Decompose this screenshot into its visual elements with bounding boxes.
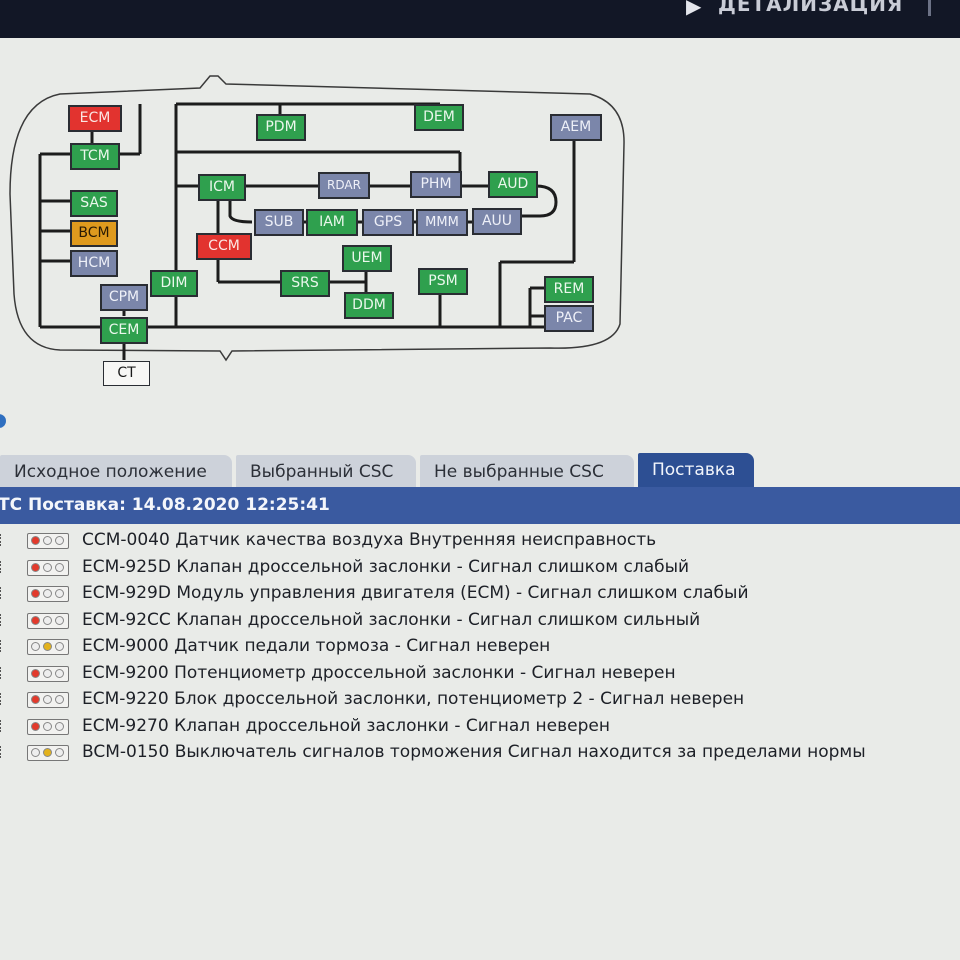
tree-connector [0, 666, 4, 679]
panel-heading: ТС Поставка: 14.08.2020 12:25:41 [0, 487, 960, 524]
scroll-indicator[interactable] [0, 414, 6, 428]
module-mmm[interactable]: MMM [416, 209, 468, 236]
fault-code-text: ECM-92CC Клапан дроссельной заслонки - С… [82, 609, 701, 630]
module-rem[interactable]: REM [544, 276, 594, 303]
fault-code-text: ECM-929D Модуль управления двигателя (EC… [82, 583, 749, 603]
module-dem[interactable]: DEM [414, 104, 464, 131]
fault-code-row[interactable]: ECM-9200 Потенциометр дроссельной заслон… [0, 660, 960, 687]
module-cpm[interactable]: CPM [100, 284, 148, 311]
vehicle-network-diagram: ECM TCM SAS BCM HCM CPM CEM CT DIM PDM D… [0, 64, 640, 400]
fault-code-row[interactable]: ECM-9220 Блок дроссельной заслонки, поте… [0, 686, 960, 713]
tab-initial-position[interactable]: Исходное положение [0, 455, 232, 487]
module-sas[interactable]: SAS [70, 190, 118, 217]
top-bar: ▶ ДЕТАЛИЗАЦИЯ [0, 0, 960, 38]
module-ct[interactable]: CT [103, 361, 150, 386]
fault-code-row[interactable]: ECM-9000 Датчик педали тормоза - Сигнал … [0, 633, 960, 660]
module-aem[interactable]: AEM [550, 114, 602, 141]
module-gps[interactable]: GPS [362, 209, 414, 236]
fault-code-list: CCM-0040 Датчик качества воздуха Внутрен… [0, 527, 960, 766]
nav-arrow-icon: ▶ [686, 0, 702, 18]
fault-code-text: ECM-925D Клапан дроссельной заслонки - С… [82, 556, 690, 577]
fault-code-row[interactable]: ECM-9270 Клапан дроссельной заслонки - С… [0, 713, 960, 740]
module-cem[interactable]: CEM [100, 317, 148, 344]
status-lamp-icon [27, 718, 69, 735]
nav-divider [928, 0, 931, 16]
tree-connector [0, 560, 4, 573]
tab-bar: Исходное положение Выбранный CSC Не выбр… [0, 453, 960, 487]
module-aud[interactable]: AUD [488, 171, 538, 198]
module-psm[interactable]: PSM [418, 268, 468, 295]
fault-code-row[interactable]: CCM-0040 Датчик качества воздуха Внутрен… [0, 527, 960, 554]
status-lamp-icon [27, 639, 69, 655]
details-link[interactable]: ДЕТАЛИЗАЦИЯ [718, 0, 904, 16]
status-lamp-icon [27, 745, 69, 761]
tree-connector [0, 534, 4, 546]
module-phm[interactable]: PHM [410, 171, 462, 198]
fault-code-row[interactable]: ECM-925D Клапан дроссельной заслонки - С… [0, 554, 960, 581]
fault-code-row[interactable]: ECM-92CC Клапан дроссельной заслонки - С… [0, 607, 960, 634]
module-dim[interactable]: DIM [150, 270, 198, 297]
module-bcm[interactable]: BCM [70, 220, 118, 247]
tab-unselected-csc[interactable]: Не выбранные CSC [420, 455, 634, 487]
tab-selected-csc[interactable]: Выбранный CSC [236, 455, 416, 487]
fault-code-text: CCM-0040 Датчик качества воздуха Внутрен… [82, 530, 657, 550]
fault-code-text: ECM-9200 Потенциометр дроссельной заслон… [82, 662, 676, 683]
status-lamp-icon [27, 692, 69, 708]
module-srs[interactable]: SRS [280, 270, 330, 297]
fault-code-text: ECM-9220 Блок дроссельной заслонки, поте… [82, 689, 745, 709]
fault-code-row[interactable]: BCM-0150 Выключатель сигналов торможения… [0, 739, 960, 766]
delivery-timestamp: ТС Поставка: 14.08.2020 12:25:41 [0, 495, 330, 515]
fault-code-text: BCM-0150 Выключатель сигналов торможения… [82, 742, 866, 762]
status-lamp-icon [27, 533, 69, 549]
status-lamp-icon [27, 665, 69, 682]
tree-connector [0, 719, 4, 732]
module-uem[interactable]: UEM [342, 245, 392, 272]
module-ccm[interactable]: CCM [196, 233, 252, 260]
module-auu[interactable]: AUU [472, 208, 522, 235]
status-lamp-icon [27, 612, 69, 629]
module-pdm[interactable]: PDM [256, 114, 306, 141]
status-lamp-icon [27, 559, 69, 576]
module-pac[interactable]: PAC [544, 305, 594, 332]
status-lamp-icon [27, 586, 69, 602]
tree-connector [0, 693, 4, 705]
module-tcm[interactable]: TCM [70, 143, 120, 170]
module-rdar[interactable]: RDAR [318, 172, 370, 199]
tree-connector [0, 613, 4, 626]
fault-code-text: ECM-9000 Датчик педали тормоза - Сигнал … [82, 636, 551, 656]
module-ecm[interactable]: ECM [68, 105, 122, 132]
module-ddm[interactable]: DDM [344, 292, 394, 319]
fault-code-row[interactable]: ECM-929D Модуль управления двигателя (EC… [0, 580, 960, 607]
tree-connector [0, 746, 4, 758]
tab-delivery[interactable]: Поставка [638, 453, 754, 487]
module-icm[interactable]: ICM [198, 174, 246, 201]
module-sub[interactable]: SUB [254, 209, 304, 236]
fault-code-text: ECM-9270 Клапан дроссельной заслонки - С… [82, 715, 610, 736]
module-iam[interactable]: IAM [306, 209, 358, 236]
tree-connector [0, 640, 4, 652]
module-hcm[interactable]: HCM [70, 250, 118, 277]
tree-connector [0, 587, 4, 599]
